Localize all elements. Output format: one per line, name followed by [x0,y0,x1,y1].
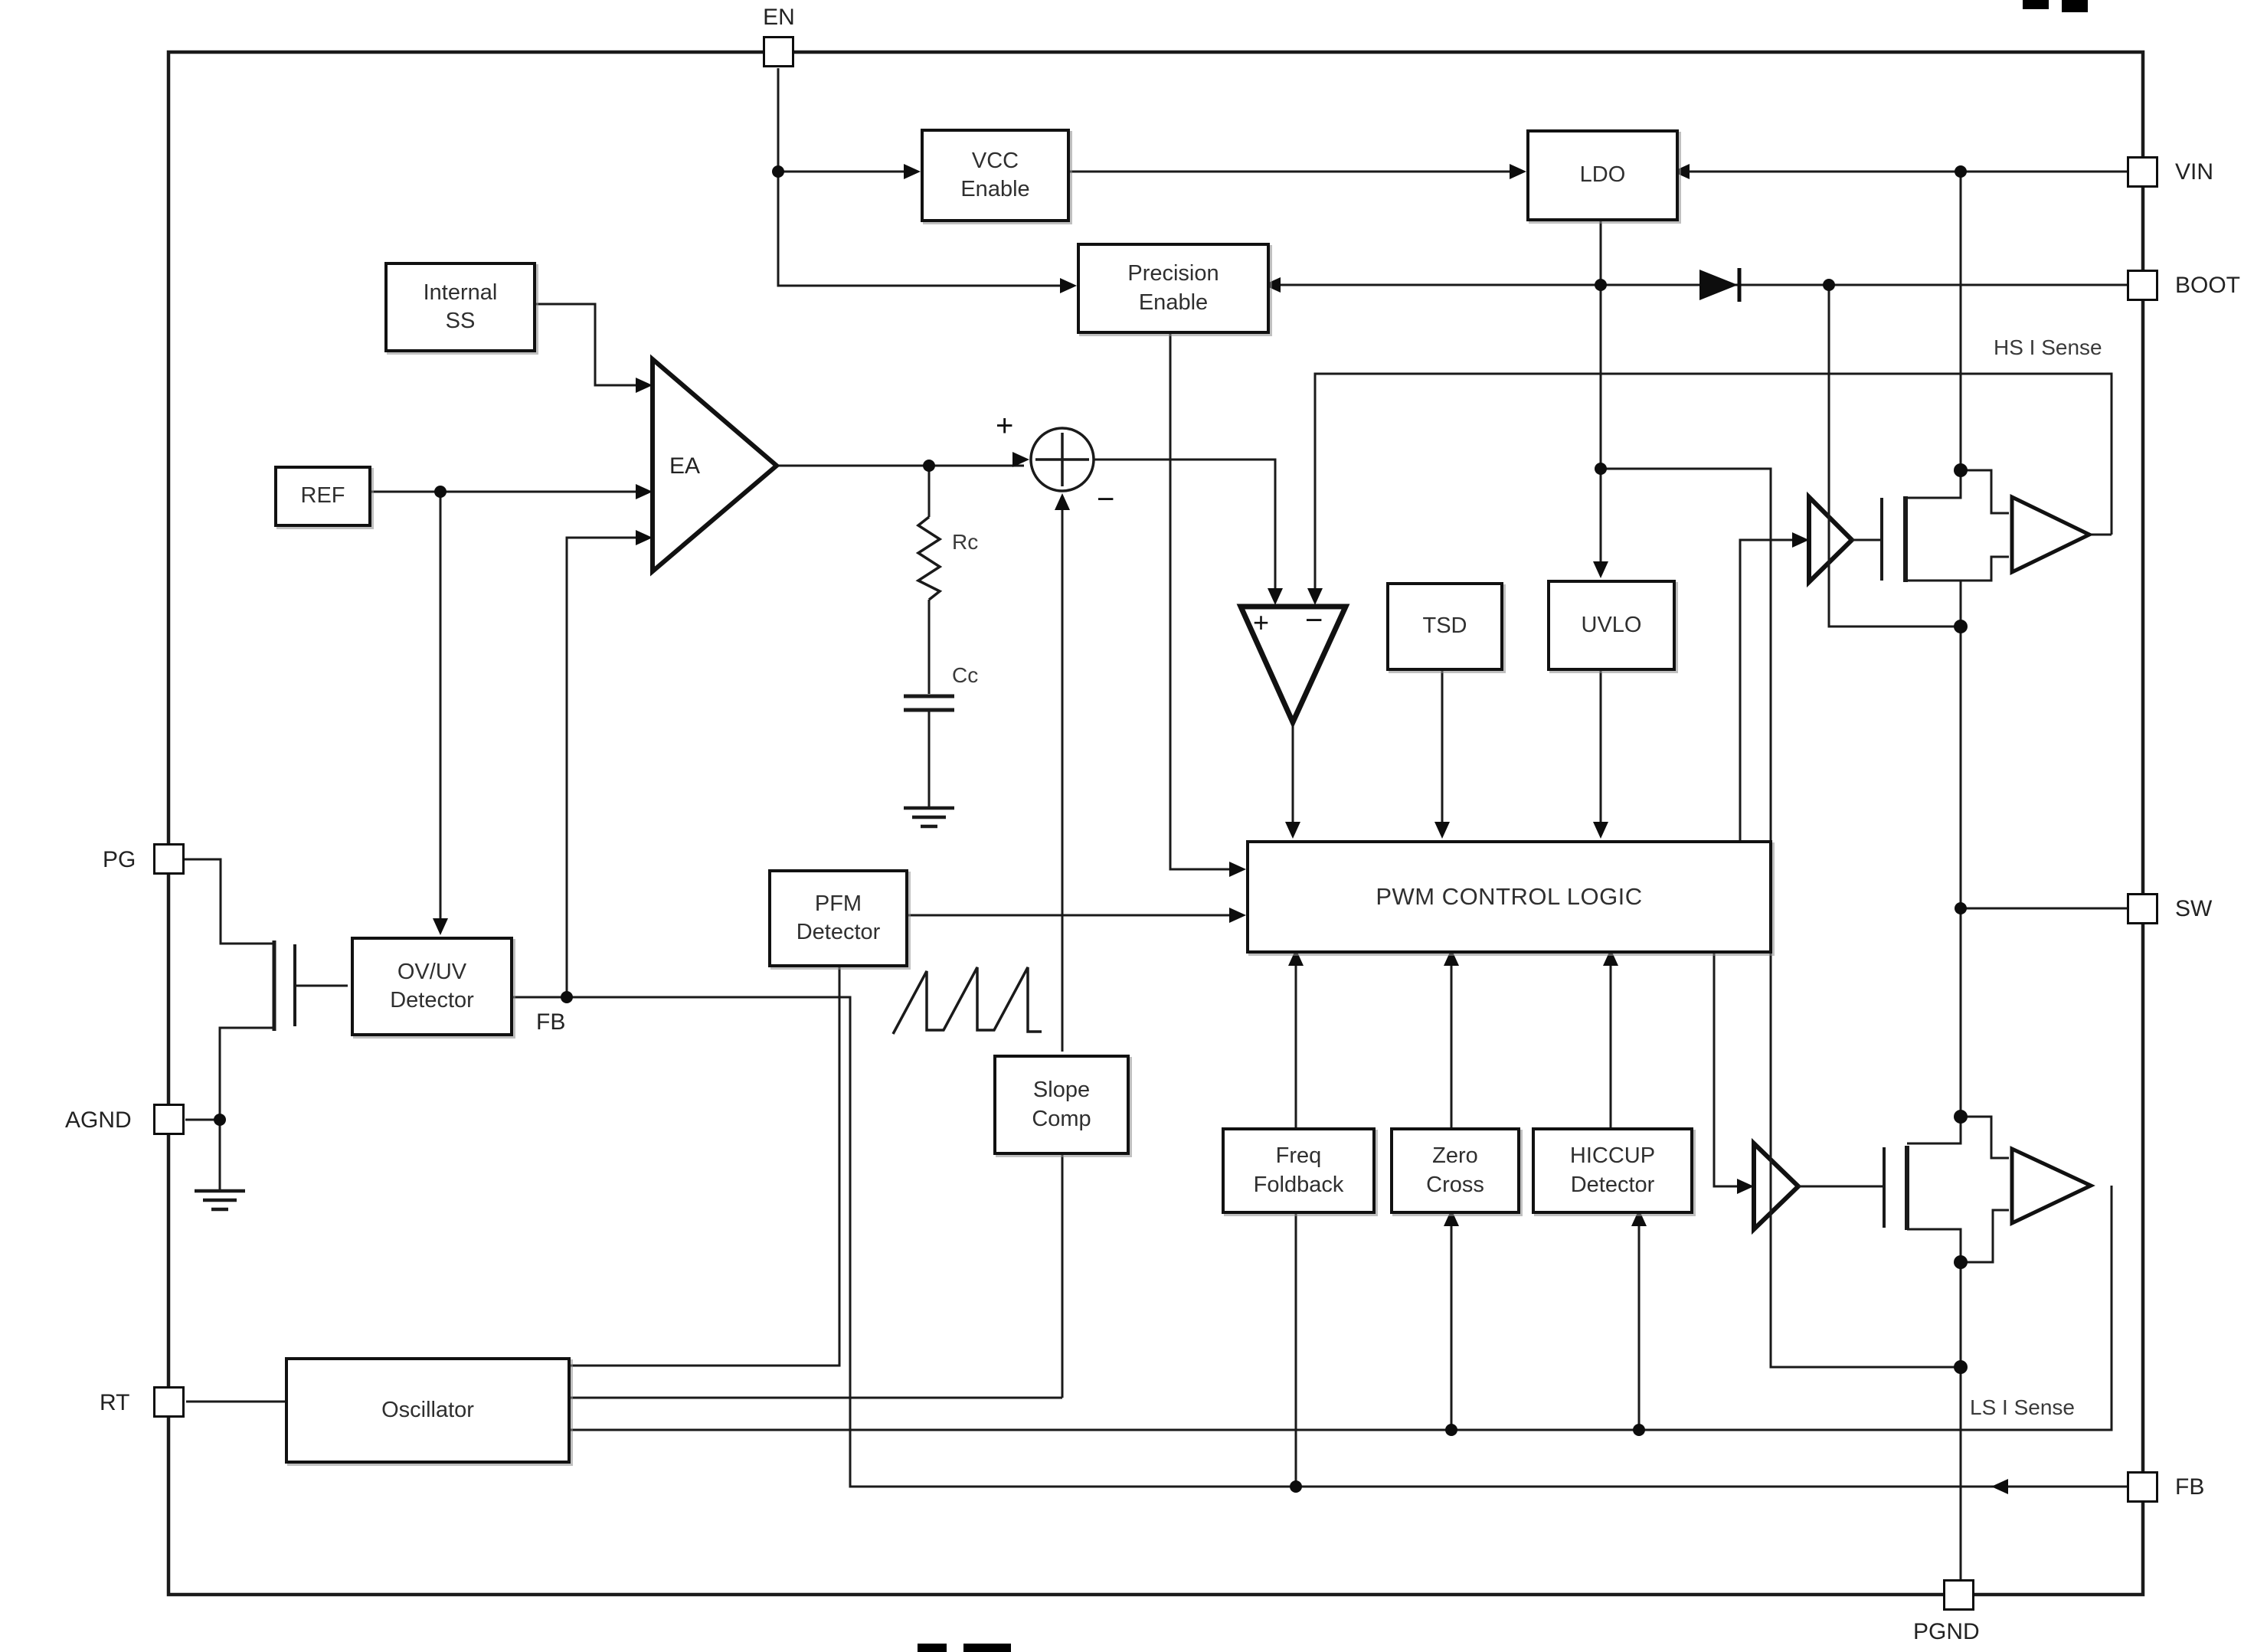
net-label-hs-i-sense: HS I Sense [1994,335,2102,359]
wire-sum-comp [1094,458,1277,602]
pin-label-vin: VIN [2175,159,2214,185]
ground-symbol-agnd [195,1189,245,1212]
sum-plus-sign: + [996,409,1014,443]
ls-gate-driver [1752,1137,1802,1235]
error-amplifier [650,354,780,577]
pin-label-boot: BOOT [2175,273,2241,298]
arrowheads [433,164,2008,1494]
block-internal-ss: Internal SS [384,262,536,352]
block-pwm-control-logic: PWM CONTROL LOGIC [1246,840,1772,954]
pin-fb[interactable] [2127,1471,2158,1503]
block-ref: REF [274,466,371,527]
wire-pwm-ls [1713,947,1746,1188]
hs-gate-driver [1807,491,1856,588]
wire-pe-pwm [1169,328,1238,871]
block-ldo: LDO [1526,129,1679,221]
summing-junction [1029,427,1095,492]
amplifier-label-ea: EA [669,453,701,479]
component-label-cc: Cc [952,663,979,687]
pin-pgnd[interactable] [1943,1579,1974,1611]
hs-mosfet [1852,469,2009,626]
pin-vin[interactable] [2127,156,2158,188]
block-slope-comp: Slope Comp [993,1055,1130,1155]
sum-minus-sign: − [1097,483,1115,516]
wire-pg-drain [184,858,274,945]
block-zero-cross: Zero Cross [1390,1127,1520,1214]
block-ovuv-detector: OV/UV Detector [351,937,513,1036]
block-oscillator: Oscillator [285,1357,571,1464]
pin-sw[interactable] [2127,893,2158,924]
scan-artifact [2023,0,2049,9]
block-precision-enable: Precision Enable [1077,243,1270,334]
comparator-minus-sign: − [1305,604,1323,637]
pin-agnd[interactable] [153,1104,185,1135]
block-vcc-enable: VCC Enable [921,129,1070,222]
pin-label-sw: SW [2175,896,2213,921]
wire-osc-pfm [564,964,841,1367]
junction-dots [214,165,1968,1493]
component-label-rc: Rc [952,530,979,554]
net-label-fb-node: FB [536,1009,566,1035]
comparator-plus-sign: + [1253,607,1270,638]
wire-pwm-hs [1739,538,1801,840]
wire-en [777,68,1069,287]
block-pfm-detector: PFM Detector [768,869,908,967]
scan-artifact [2062,0,2088,12]
scan-artifact [918,1644,947,1652]
pin-rt[interactable] [153,1386,185,1418]
scan-artifact [963,1644,1011,1652]
wire-osc-ls-sense [564,1186,2113,1431]
chip-outline [166,50,2145,1597]
ground-symbol-cc [904,806,954,829]
block-uvlo: UVLO [1547,580,1676,671]
pin-boot[interactable] [2127,270,2158,301]
pin-label-en: EN [763,5,795,30]
ls-mosfet [1798,1115,2009,1264]
pin-label-rt: RT [100,1390,130,1415]
pin-en[interactable] [763,36,794,67]
net-label-ls-i-sense: LS I Sense [1970,1395,2075,1419]
pin-label-pg: PG [103,847,136,872]
ls-sense-amp [2010,1146,2095,1226]
pin-label-pgnd: PGND [1913,1619,1980,1644]
block-hiccup-detector: HICCUP Detector [1532,1127,1693,1214]
sw-pgnd-column [1959,172,2127,1579]
pin-label-agnd: AGND [65,1107,132,1133]
hs-sense-amp [2010,494,2094,575]
wire-hs-sense-comp [1313,372,2113,602]
pin-pg[interactable] [153,843,185,875]
block-freq-foldback: Freq Foldback [1222,1127,1376,1214]
bootstrap-diode [1699,268,1742,302]
current-comparator [1236,604,1350,729]
wire-ss-ea [530,303,645,387]
wire-fbnode-ea [565,536,645,997]
sawtooth-waveform [891,967,1042,1035]
block-tsd: TSD [1386,582,1503,671]
resistor-rc [915,515,943,601]
wire-boot-rail [1827,285,1955,628]
wire-fb-line [507,996,2127,1488]
pin-label-fb: FB [2175,1474,2205,1500]
wire-pg-source [218,1026,274,1189]
